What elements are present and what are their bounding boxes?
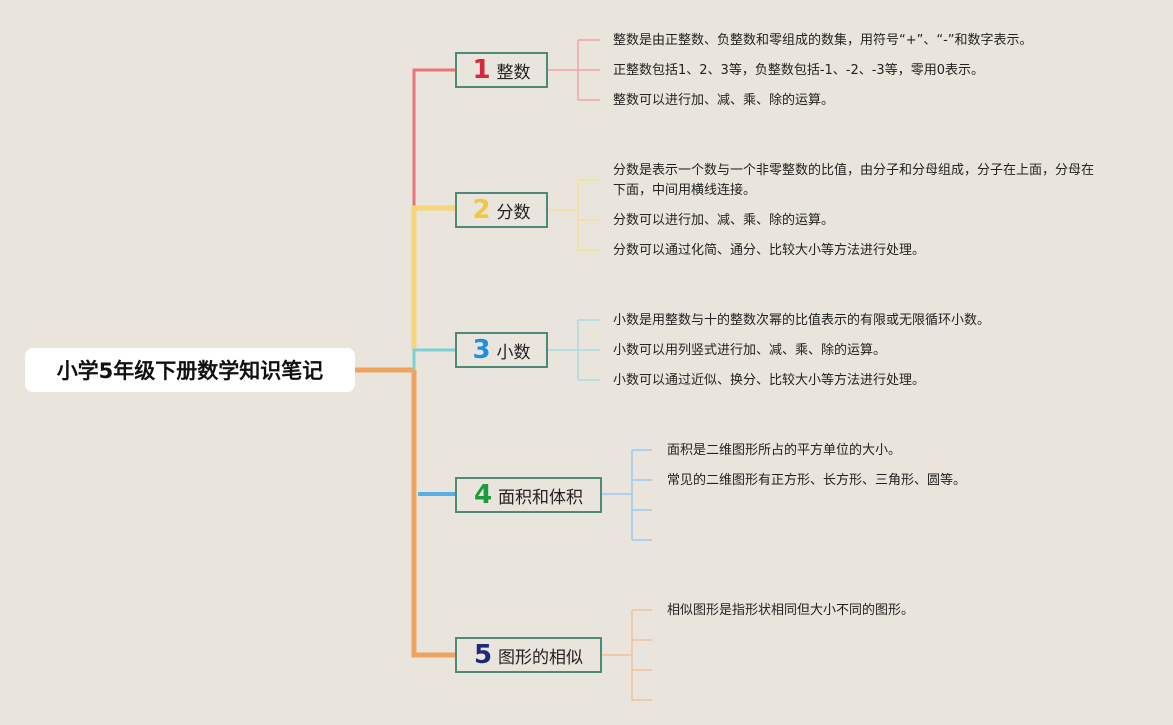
- branch-3-number: 3: [472, 335, 491, 365]
- branch-1-number: 1: [472, 55, 491, 85]
- branch-3-item-2: 小数可以用列竖式进行加、减、乘、除的运算。: [613, 343, 887, 358]
- branch-1-item-2: 正整数包括1、2、3等，负整数包括-1、-2、-3等，零用0表示。: [613, 63, 984, 78]
- branch-1-node[interactable]: 1 整数: [455, 52, 548, 88]
- branch-4-item-1: 面积是二维图形所占的平方单位的大小。: [667, 443, 902, 458]
- branch-2-item-2: 分数可以进行加、减、乘、除的运算。: [613, 213, 835, 228]
- branch-4-node[interactable]: 4 面积和体积: [455, 477, 602, 513]
- trunk-line-1: [412, 68, 455, 208]
- branch-4-number: 4: [473, 480, 493, 510]
- leaf-connector-2: [548, 179, 600, 251]
- branch-3-node[interactable]: 3 小数: [455, 332, 548, 368]
- root-title[interactable]: 小学5年级下册数学知识笔记: [25, 348, 355, 392]
- leaf-connector-3: [548, 319, 600, 381]
- branch-5-node[interactable]: 5 图形的相似: [455, 637, 602, 673]
- branch-2-number: 2: [472, 195, 491, 225]
- branch-5-label: 图形的相似: [498, 647, 584, 668]
- branch-3-item-3: 小数可以通过近似、换分、比较大小等方法进行处理。: [613, 373, 926, 388]
- trunk-line-5: [411, 370, 455, 658]
- branch-3-label: 小数: [496, 342, 531, 363]
- branch-2-item-1: 分数是表示一个数与一个非零整数的比值，由分子和分母组成，分子在上面，分母在下面，…: [613, 163, 1095, 198]
- branch-5-item-1: 相似图形是指形状相同但大小不同的图形。: [667, 603, 915, 618]
- leaf-connector-4: [602, 449, 652, 541]
- branch-1-label: 整数: [496, 62, 531, 83]
- branch-4-label: 面积和体积: [498, 487, 584, 508]
- branch-4-item-2: 常见的二维图形有正方形、长方形、三角形、圆等。: [667, 473, 967, 488]
- trunk-line-2: [411, 205, 455, 350]
- branch-2-node[interactable]: 2 分数: [455, 192, 548, 228]
- branch-1-item-3: 整数可以进行加、减、乘、除的运算。: [613, 93, 835, 108]
- branch-2-item-3: 分数可以通过化简、通分、比较大小等方法进行处理。: [613, 243, 926, 258]
- trunk-line-3: [412, 348, 455, 370]
- branch-1-item-1: 整数是由正整数、负整数和零组成的数集，用符号“+”、“-”和数字表示。: [613, 33, 1033, 48]
- branch-3-item-1: 小数是用整数与十的整数次幂的比值表示的有限或无限循环小数。: [613, 313, 991, 328]
- leaf-connector-5: [602, 609, 652, 701]
- branch-5-number: 5: [473, 640, 493, 670]
- branch-2-label: 分数: [496, 202, 531, 223]
- leaf-connector-1: [548, 39, 600, 101]
